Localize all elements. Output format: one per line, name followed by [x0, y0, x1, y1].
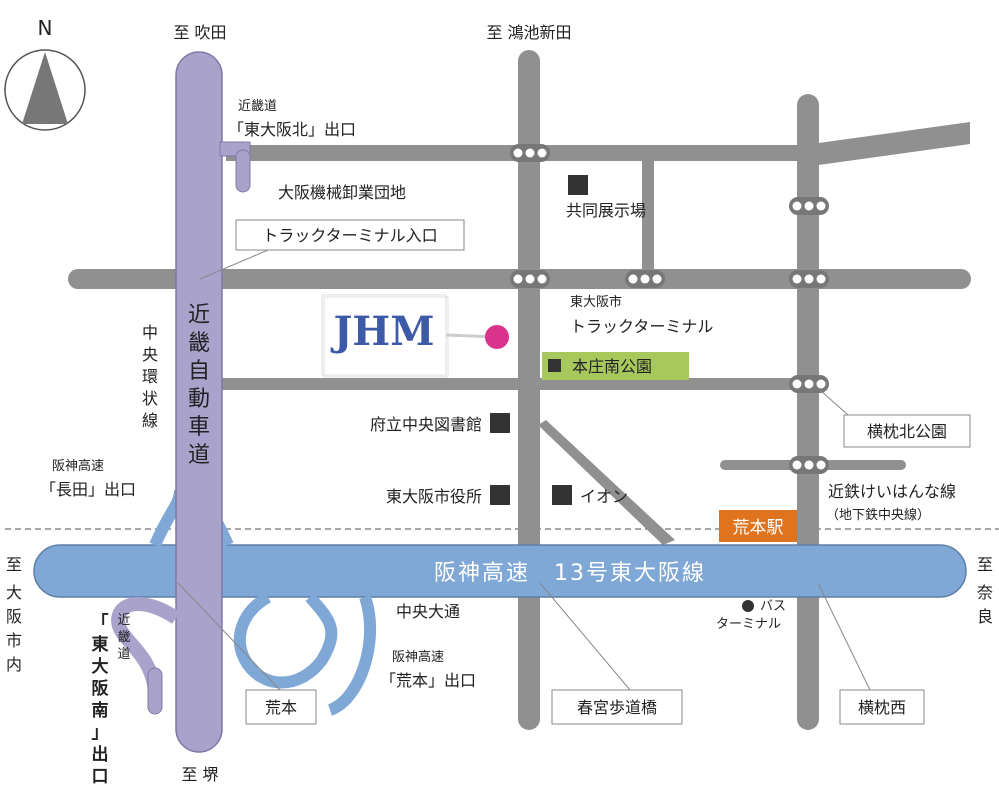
exhibition-building-icon [568, 175, 588, 195]
yokomakura-nishi-callout-box [839, 689, 925, 725]
city-hall-building-icon [490, 485, 510, 505]
nara-vertical-label-text: 奈良 [977, 583, 993, 626]
osaka-city-vertical-label: 大阪市内 [6, 583, 22, 674]
road-east [797, 94, 819, 730]
to-nara-label: 至 [977, 555, 993, 574]
truck-entrance-label: トラックターミナル入口 [262, 226, 437, 245]
library-label: 府立中央図書館 [370, 415, 482, 434]
aramoto-callout-label: 荒本 [265, 698, 297, 717]
chuo-odori-label: 中央大通 [396, 602, 460, 621]
aramoto-exit-sub-label: 阪神高速 [392, 649, 444, 665]
signal-icon [789, 270, 829, 288]
minami-exit-label: 「東大阪南」出口 [92, 612, 109, 787]
kintetsu-line-label: 近鉄けいはんな線 [828, 482, 956, 501]
library-building-icon [490, 413, 510, 433]
city-hall-label: 東大阪市役所 [386, 487, 482, 506]
signal-icon [625, 270, 665, 288]
kitashi-exit-sub-label: 近畿道 [238, 99, 277, 114]
kasugu-callout-box [551, 689, 683, 725]
road-north-east [804, 122, 970, 167]
kasugu-pointer [539, 582, 631, 691]
truck-entrance-pointer [199, 249, 269, 280]
hanshin-expressway [33, 489, 967, 716]
nagata-exit-sub-label: 阪神高速 [52, 458, 104, 474]
yokomakura-nishi-pointer [817, 582, 871, 691]
aramoto-station-badge [719, 510, 797, 542]
yokomakura-nishi-callout-label: 横枕西 [858, 698, 906, 717]
minami-exit-label-text: 「東大阪南」出口 [92, 612, 109, 787]
chuo-kanjo-vertical-label: 中央環状線 [142, 323, 158, 430]
osaka-city-vertical-label-text: 大阪市内 [6, 583, 22, 674]
to-osaka-label: 至 [6, 555, 22, 574]
yokomakura-park-box [843, 414, 971, 448]
traffic-signals [510, 144, 829, 474]
terminal-city-label: 東大阪市 [570, 294, 622, 310]
to-suita-label: 至 吹田 [173, 23, 226, 42]
yokomakura-park-label: 横枕北公園 [867, 422, 947, 441]
subway-line-label: （地下鉄中央線） [826, 507, 930, 523]
signal-icon [789, 375, 829, 393]
aramoto-exit-label: 「荒本」出口 [380, 671, 476, 690]
nara-vertical-label: 奈良 [977, 583, 993, 626]
kitashi-exit-label: 「東大阪北」出口 [228, 120, 356, 139]
compass-north-label: N [38, 16, 53, 40]
road-exhibition [642, 161, 654, 269]
truck-terminal-label: トラックターミナル [570, 317, 713, 336]
hanshin-expressway-label: 阪神高速 13号東大阪線 [434, 561, 706, 586]
aeon-building-icon [552, 485, 572, 505]
aramoto-pointer [177, 582, 281, 691]
kinki-expressway-label: 近畿自動車道 [188, 303, 210, 468]
truck-entrance-box [235, 219, 465, 251]
aramoto-callout-box [245, 689, 317, 725]
destination-marker-icon [485, 325, 509, 349]
bus-terminal-label: バス [760, 599, 786, 614]
signal-icon [789, 197, 829, 215]
signal-icon [510, 144, 550, 162]
signal-icon [789, 456, 829, 474]
yokomakura-park-pointer [819, 389, 849, 416]
aramoto-station-label: 荒本駅 [733, 518, 784, 538]
kasugu-callout-label: 春宮歩道橋 [577, 698, 657, 717]
north-arrow-icon [22, 52, 68, 124]
honjo-park-badge [542, 352, 689, 380]
bus-terminal-icon [742, 600, 754, 612]
north-compass: N [4, 16, 86, 131]
road-aeon-diagonal [538, 420, 675, 545]
exhibition-label: 共同展示場 [566, 201, 646, 220]
park-square-icon [548, 359, 561, 372]
minami-exit-sub-label-text: 近畿道 [117, 613, 130, 662]
kinki-expressway [110, 51, 251, 753]
nagata-exit-label: 「長田」出口 [40, 480, 136, 499]
honjo-park-label: 本庄南公園 [572, 357, 652, 376]
wholesale-district-label: 大阪機械卸業団地 [278, 183, 406, 202]
company-logo: JHM [321, 294, 449, 378]
chuo-kanjo-vertical-label-text: 中央環状線 [142, 323, 158, 430]
to-konoike-label: 至 鴻池新田 [486, 23, 571, 42]
logo-mark-icon: JHM [331, 308, 435, 355]
bus-terminal-label-2: ターミナル [716, 617, 781, 632]
signal-icon [510, 270, 550, 288]
to-sakai-label: 至 堺 [181, 765, 218, 784]
kinki-expressway-label-text: 近畿自動車道 [188, 303, 210, 468]
minami-exit-sub-label: 近畿道 [117, 613, 130, 662]
aeon-label: イオン [580, 487, 628, 506]
